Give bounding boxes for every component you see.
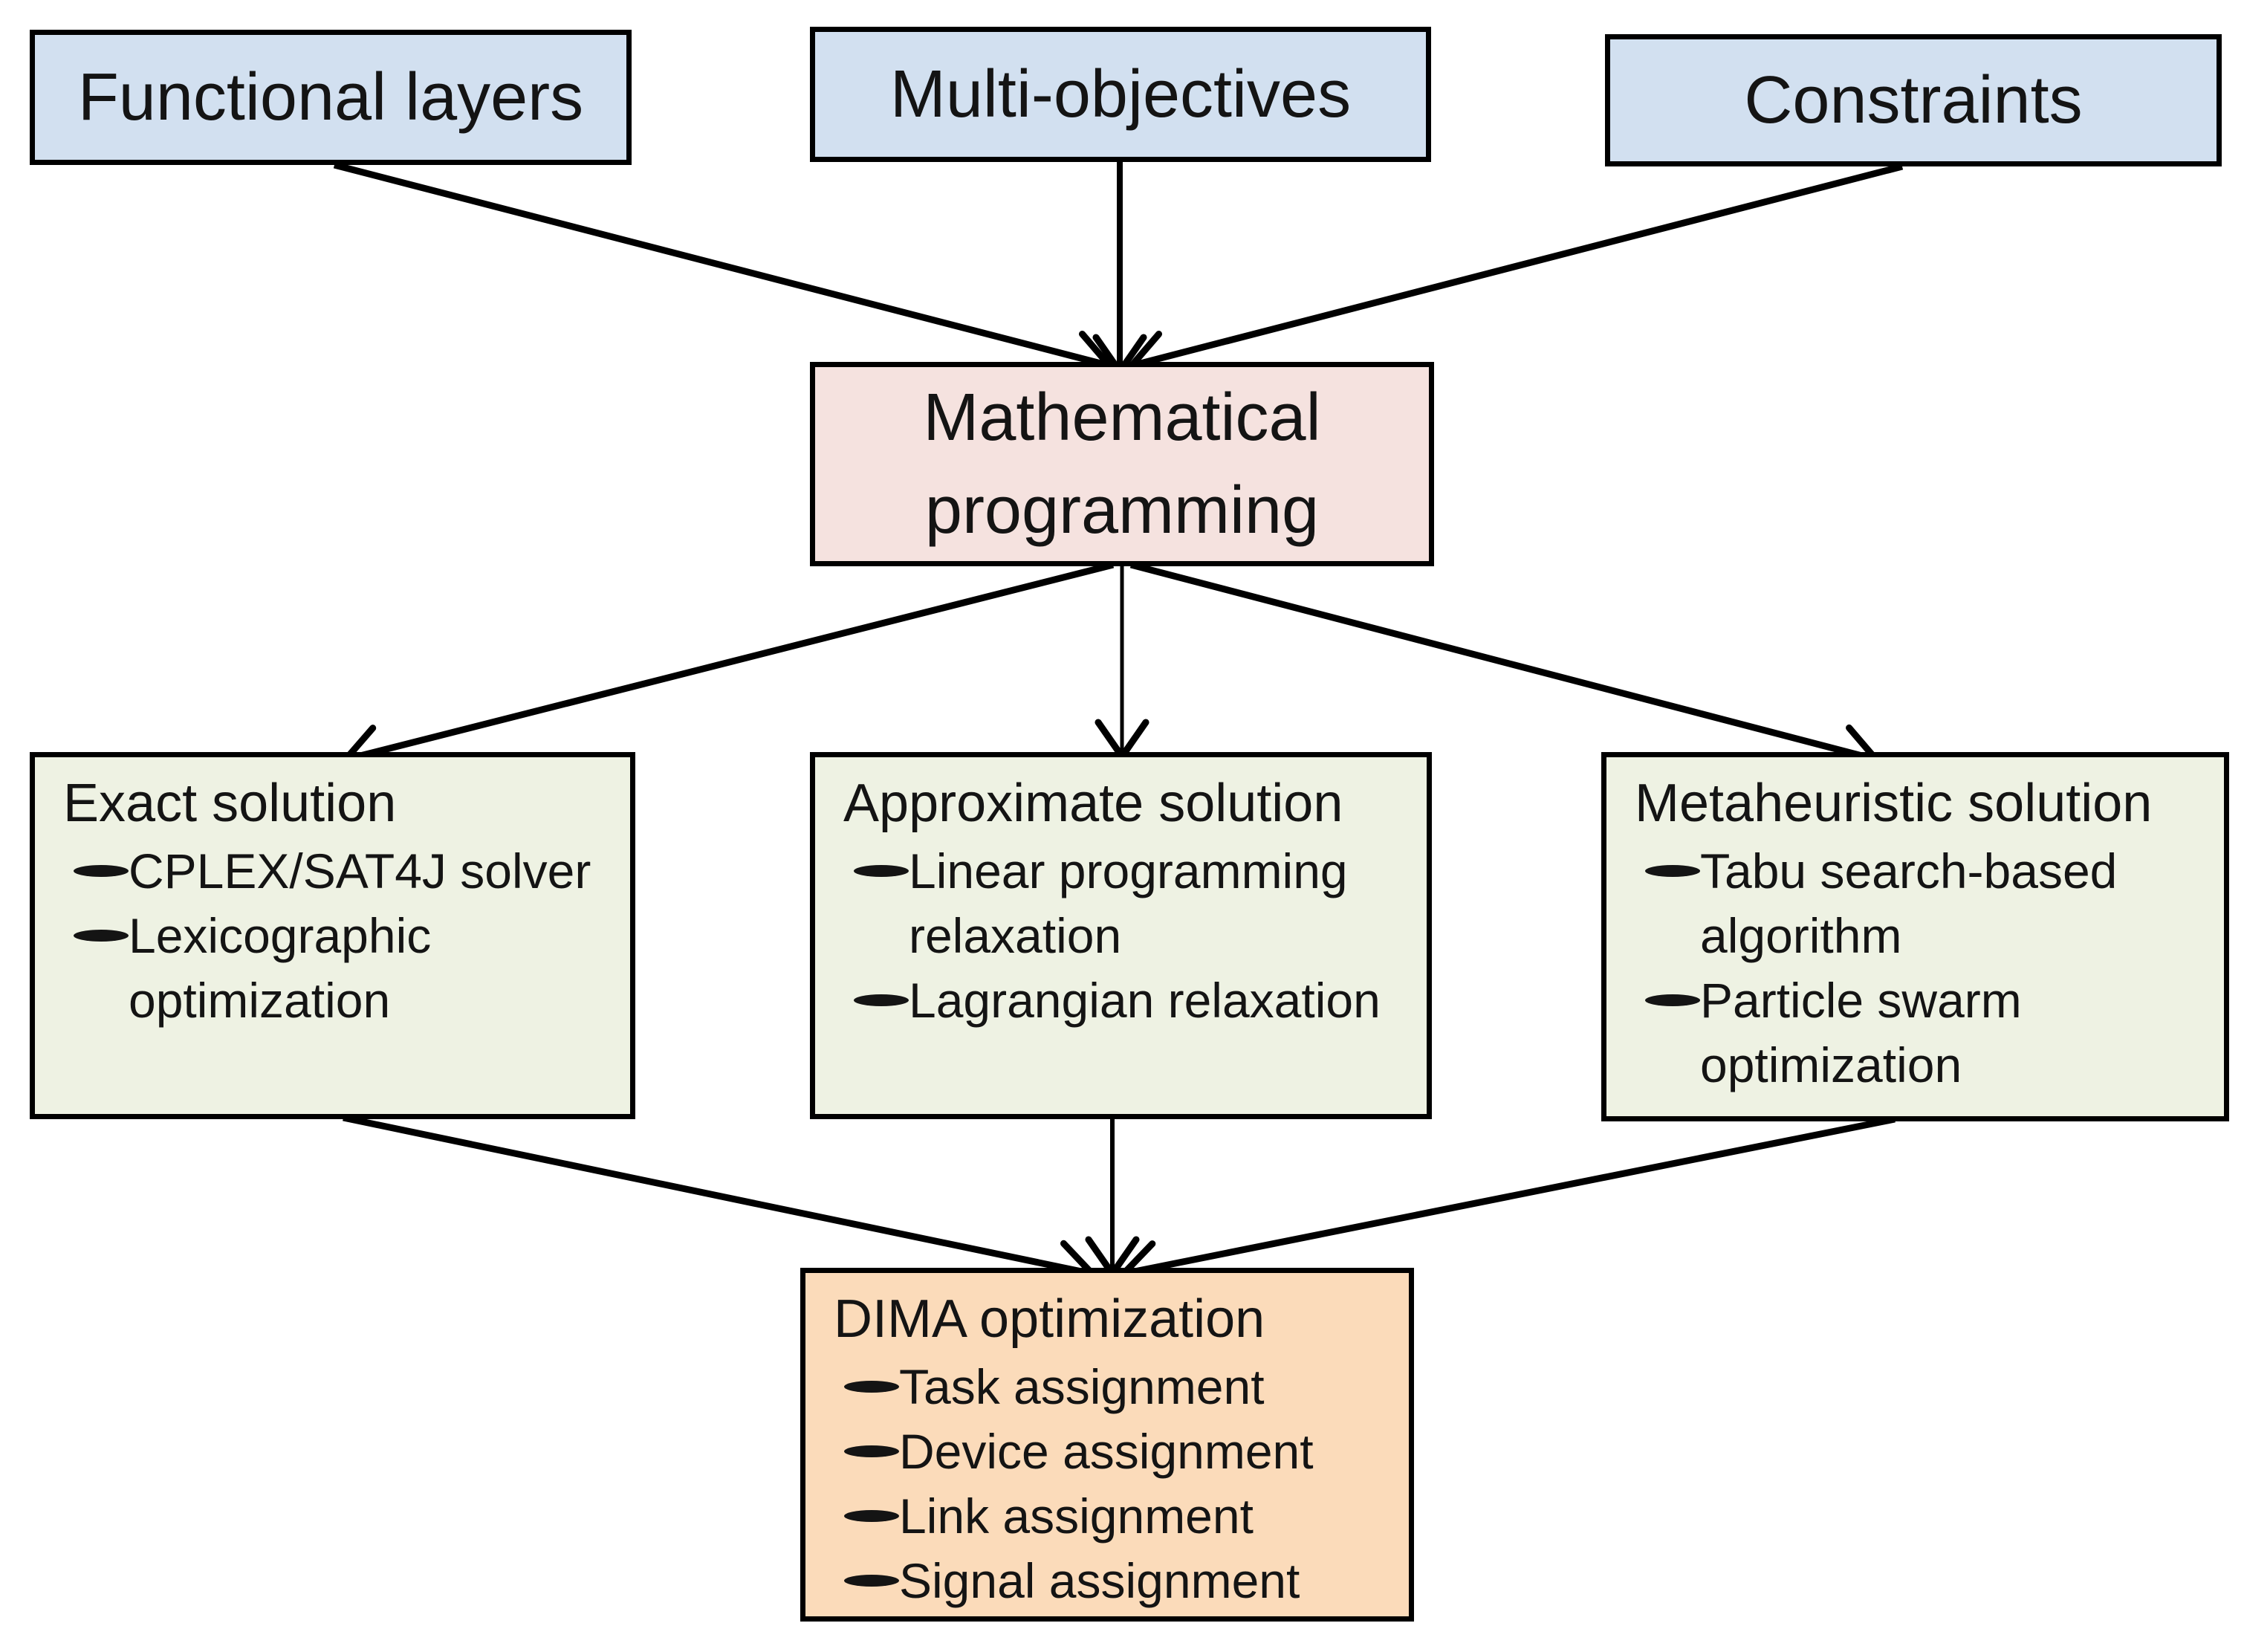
list-item: Particle swarm optimization	[1635, 968, 2218, 1098]
approximate-solution-title: Approximate solution	[843, 774, 1343, 833]
constraints-label: Constraints	[1744, 62, 2083, 137]
arrow-exact-to-dima	[343, 1114, 1096, 1294]
bullet-icon	[74, 929, 129, 942]
metaheuristic-solution-title: Metaheuristic solution	[1635, 774, 2153, 833]
solution-box-metaheuristic: Metaheuristic solution Tabu search-based…	[1601, 752, 2229, 1121]
arrow-constraints-to-math	[1128, 163, 1904, 383]
bullet-icon	[854, 864, 909, 877]
arrow-functional-layers-to-math	[333, 161, 1113, 383]
input-box-multi-objectives: Multi-objectives	[810, 27, 1431, 162]
arrow-metaheuristic-to-dima	[1120, 1115, 1896, 1294]
bullet-icon	[844, 1574, 899, 1587]
bullet-icon	[844, 1445, 899, 1457]
output-box-dima-optimization: DIMA optimization Task assignment Device…	[800, 1268, 1414, 1622]
list-item: Task assignment	[834, 1355, 1403, 1419]
bullet-icon	[844, 1509, 899, 1522]
solution-box-approximate: Approximate solution Linear programming …	[810, 752, 1432, 1119]
metaheuristic-bullet-pso: Particle swarm optimization	[1700, 972, 2022, 1092]
exact-bullet-lexicographic: Lexicographic optimization	[129, 907, 432, 1028]
list-item: Lagrangian relaxation	[843, 968, 1421, 1033]
dima-bullet-link: Link assignment	[899, 1488, 1254, 1544]
bullet-icon	[1645, 864, 1700, 877]
exact-bullet-cplex: CPLEX/SAT4J solver	[129, 843, 591, 898]
arrow-math-to-exact	[342, 561, 1115, 778]
multi-objectives-label: Multi-objectives	[889, 56, 1352, 132]
bullet-icon	[74, 864, 129, 877]
solution-box-exact: Exact solution CPLEX/SAT4J solver Lexico…	[30, 752, 635, 1119]
approximate-bullet-lagrangian: Lagrangian relaxation	[909, 972, 1381, 1028]
list-item: Lexicographic optimization	[63, 904, 624, 1033]
dima-bullet-device: Device assignment	[899, 1423, 1314, 1479]
input-box-constraints: Constraints	[1605, 34, 2222, 166]
metaheuristic-bullet-tabu: Tabu search-based algorithm	[1700, 843, 2118, 963]
functional-layers-label: Functional layers	[77, 59, 584, 135]
list-item: Link assignment	[834, 1484, 1403, 1549]
bullet-icon	[844, 1380, 899, 1393]
mathematical-programming-label: Mathematical programming	[923, 380, 1321, 548]
list-item: Signal assignment	[834, 1549, 1403, 1613]
approximate-bullet-lp: Linear programming relaxation	[909, 843, 1348, 963]
dima-bullet-signal: Signal assignment	[899, 1552, 1300, 1608]
input-box-functional-layers: Functional layers	[30, 30, 632, 165]
arrow-math-to-metaheuristic	[1129, 561, 1880, 777]
list-item: Tabu search-based algorithm	[1635, 839, 2218, 968]
list-item: Linear programming relaxation	[843, 839, 1421, 968]
central-box-mathematical-programming: Mathematical programming	[810, 362, 1434, 566]
bullet-icon	[854, 994, 909, 1006]
dima-optimization-title: DIMA optimization	[834, 1289, 1265, 1349]
dima-bullet-task: Task assignment	[899, 1358, 1265, 1414]
bullet-icon	[1645, 994, 1700, 1006]
list-item: Device assignment	[834, 1419, 1403, 1484]
exact-solution-title: Exact solution	[63, 774, 397, 833]
list-item: CPLEX/SAT4J solver	[63, 839, 624, 904]
